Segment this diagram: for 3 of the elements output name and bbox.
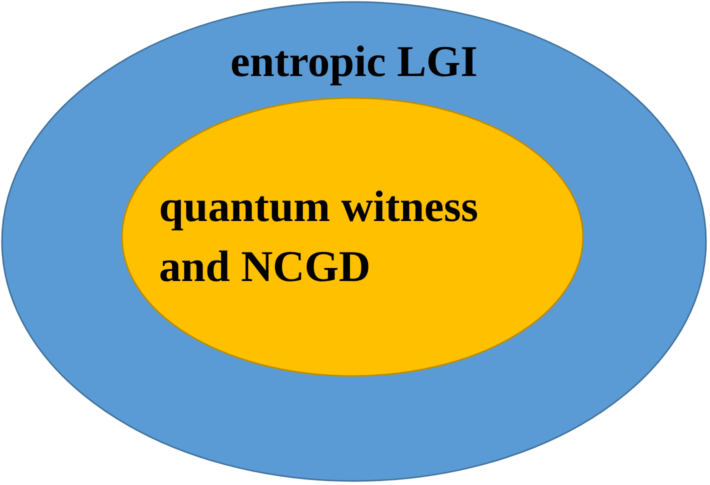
- ellipse-region: [121, 97, 584, 377]
- region-label: quantum witness and NCGD: [159, 181, 480, 293]
- region-label: entropic LGI: [229, 36, 479, 88]
